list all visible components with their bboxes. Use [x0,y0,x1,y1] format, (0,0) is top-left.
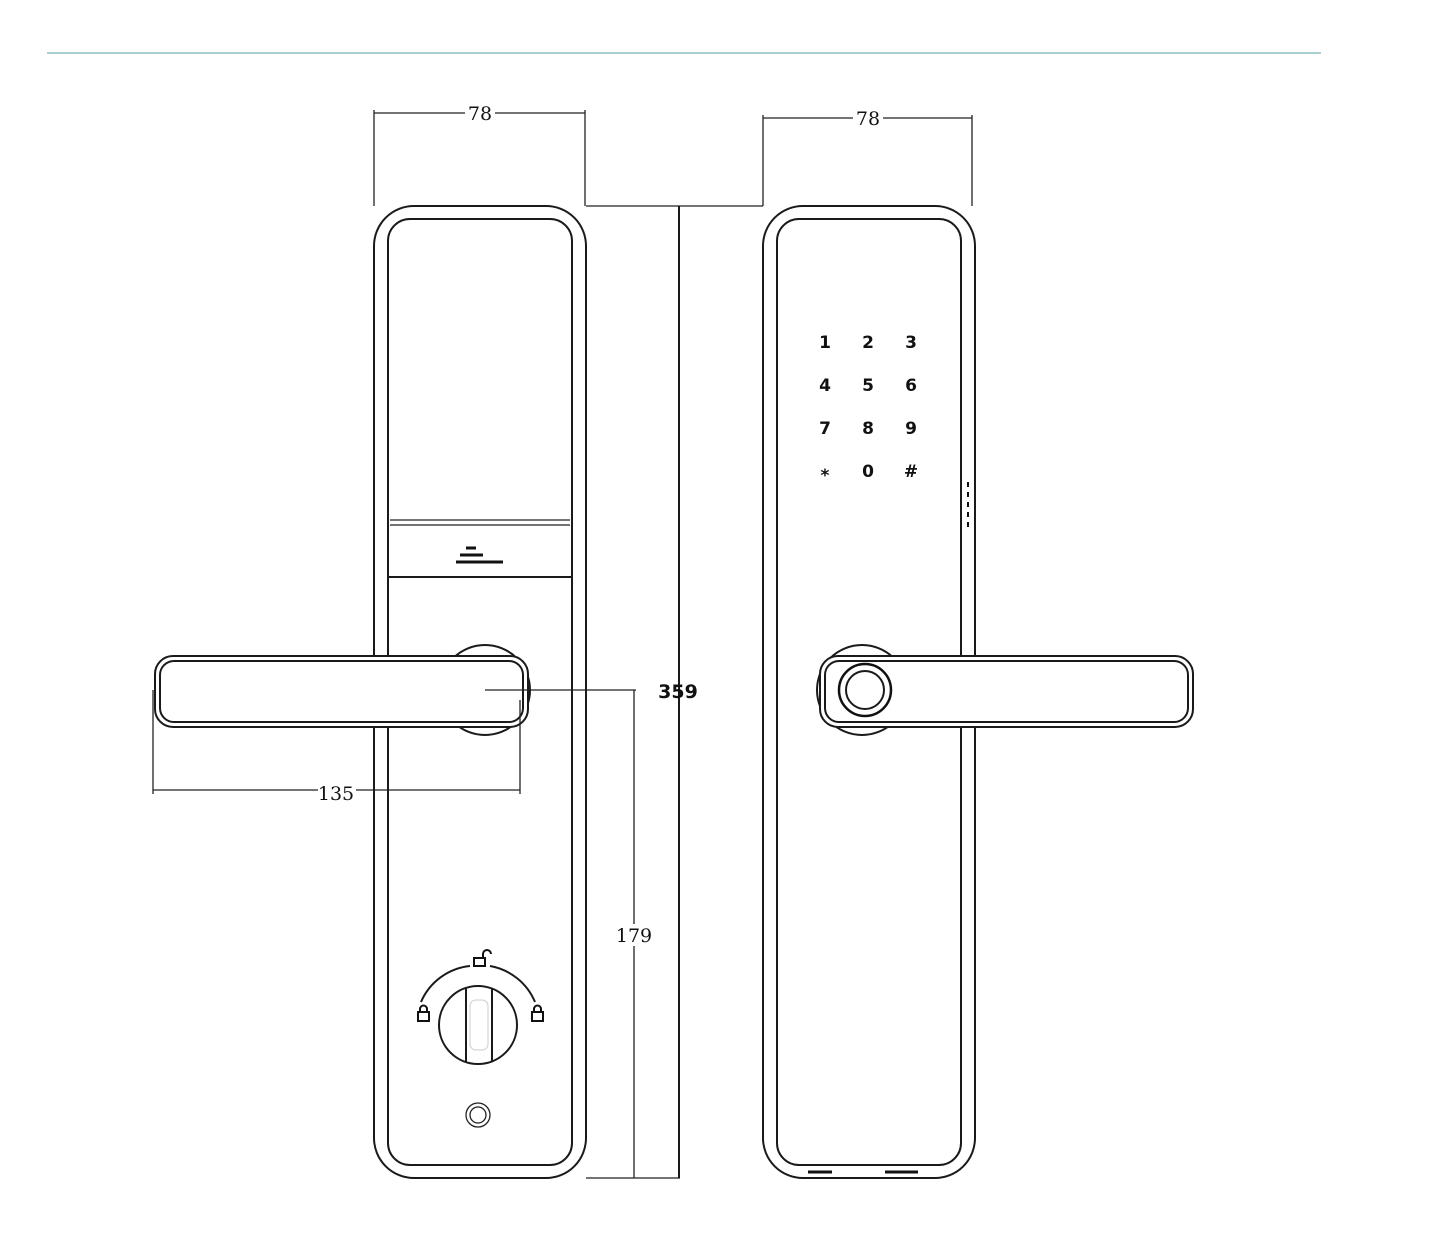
dimension-label: 135 [318,783,354,805]
exterior-handle [819,655,1194,728]
dimension-total-height: 359 [586,205,763,1179]
dimension-front-width: 78 [373,102,586,206]
dimension-label: 179 [616,925,652,947]
keypad-key: # [904,462,918,482]
dimension-label: 359 [658,681,698,703]
fingerprint-sensor-icon [837,662,893,718]
battery-cover-icon [456,546,503,564]
keypad: 1 2 3 4 5 6 7 8 9 * 0 # [819,333,918,486]
keypad-key: 1 [819,333,831,353]
keypad-key: 9 [905,419,917,439]
dimension-handle-height: 179 [485,689,652,1178]
keypad-key: 2 [862,333,874,353]
dimension-label: 78 [468,103,492,125]
interior-panel [154,205,587,1179]
dimension-back-width: 78 [762,107,973,206]
keypad-key: 6 [905,376,917,396]
keypad-key: 0 [862,462,874,482]
dimension-label: 78 [856,108,880,130]
interior-handle [154,655,529,728]
unlock-icon [473,949,492,967]
keypad-key: * [821,466,830,486]
lock-icon-left [417,1004,430,1022]
exterior-panel: 1 2 3 4 5 6 7 8 9 * 0 # [762,205,1194,1179]
keyhole-icon [465,1102,491,1128]
keypad-key: 4 [819,376,831,396]
keypad-key: 3 [905,333,917,353]
thumb-turn-knob [420,965,536,1065]
keypad-key: 7 [819,419,831,439]
keypad-key: 5 [862,376,874,396]
dimension-handle-length: 135 [152,690,521,805]
lock-icon-right [531,1004,544,1022]
keypad-key: 8 [862,419,874,439]
